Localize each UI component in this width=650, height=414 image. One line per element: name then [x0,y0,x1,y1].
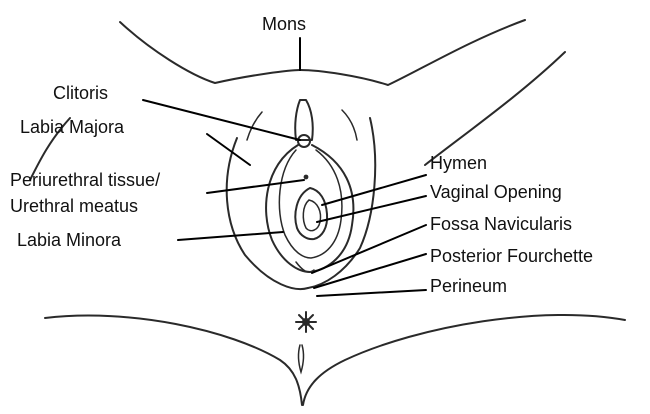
left-buttock-contour [45,316,302,405]
leader-periurethral [207,180,304,193]
label-labia-minora: Labia Minora [17,230,122,250]
label-periurethral-line1: Periurethral tissue/ [10,170,160,190]
label-labia-majora: Labia Majora [20,117,125,137]
anus-shape [296,312,316,332]
leader-lines [143,38,426,296]
leader-perineum [317,290,426,296]
right-thigh-contour [425,52,565,165]
gluteal-cleft [299,345,304,372]
label-clitoris: Clitoris [53,83,108,103]
label-fossa-navicularis: Fossa Navicularis [430,214,572,234]
urethral-meatus-shape [304,175,309,180]
label-perineum: Perineum [430,276,507,296]
label-periurethral-line2: Urethral meatus [10,196,138,216]
leader-labia-majora [207,134,250,165]
label-hymen: Hymen [430,153,487,173]
label-mons: Mons [262,14,306,34]
mons-contour [120,20,525,85]
labia-minora-shape [266,145,353,272]
leader-clitoris [143,100,300,140]
right-buttock-contour [303,315,625,405]
leader-labia-minora [178,232,283,240]
vaginal-opening-shape [295,188,327,239]
label-vaginal-opening: Vaginal Opening [430,182,562,202]
labels: Mons Clitoris Labia Majora Periurethral … [10,14,593,296]
leader-vaginal-opening [317,196,426,222]
label-posterior-fourchette: Posterior Fourchette [430,246,593,266]
leader-posterior-fourchette [314,254,426,288]
